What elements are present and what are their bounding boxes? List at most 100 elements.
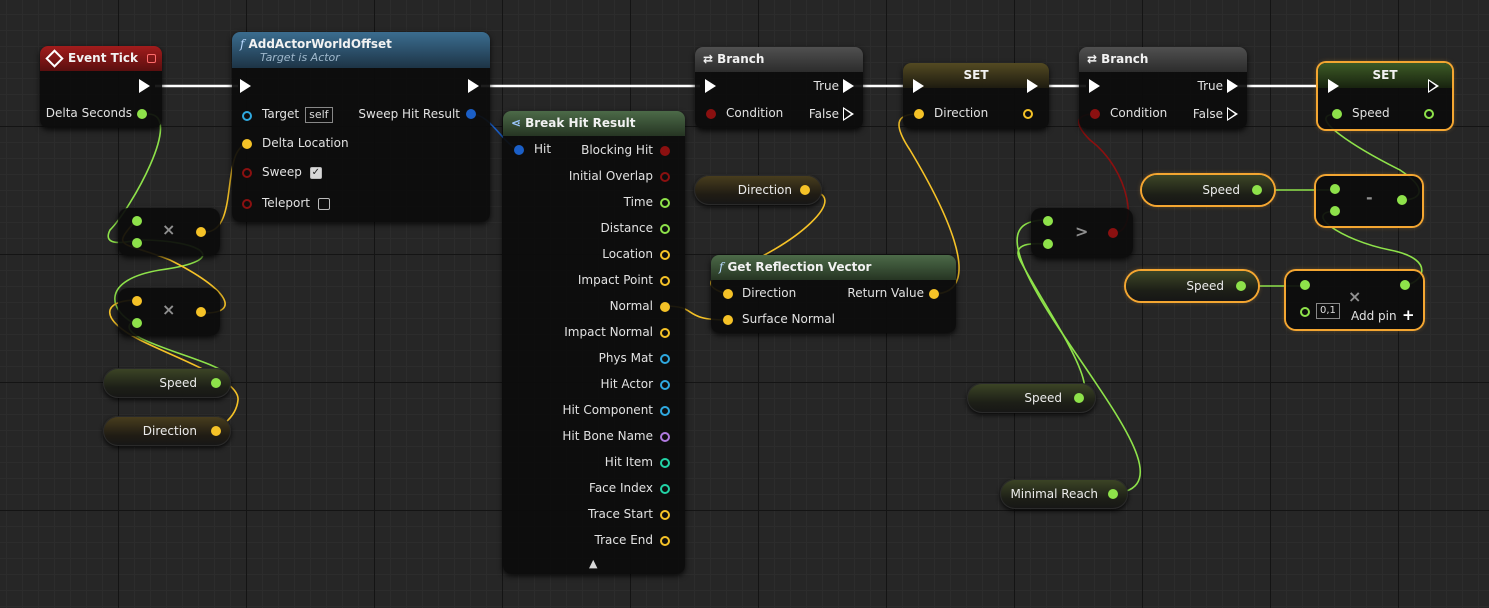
break-hit-output-pin[interactable]: [660, 224, 670, 234]
direction-getter[interactable]: Direction: [694, 175, 822, 205]
teleport-checkbox[interactable]: [318, 197, 330, 210]
exec-out-pin[interactable]: [1027, 79, 1038, 93]
break-hit-output-pin[interactable]: [660, 432, 670, 442]
break-hit-output-pin[interactable]: [660, 328, 670, 338]
break-hit-output-pin[interactable]: [660, 380, 670, 390]
break-hit-output-pin[interactable]: [660, 276, 670, 286]
a-input-pin[interactable]: [1330, 184, 1340, 194]
speed-getter-top[interactable]: Speed: [1142, 175, 1274, 205]
delta-location-pin[interactable]: [242, 139, 252, 149]
result-pin[interactable]: [1397, 195, 1407, 205]
exec-in-pin[interactable]: [1328, 79, 1339, 93]
speed-out-pin[interactable]: [211, 378, 221, 388]
speed-out-pin[interactable]: [1074, 393, 1084, 403]
true-exec-pin[interactable]: [1227, 79, 1238, 93]
target-pin[interactable]: [242, 111, 252, 121]
exec-in-pin[interactable]: [705, 79, 716, 93]
set-direction-header: SET: [903, 63, 1049, 88]
break-hit-output-pin[interactable]: [660, 354, 670, 364]
break-hit-output-pin[interactable]: [660, 250, 670, 260]
add-pin-plus-icon[interactable]: +: [1402, 306, 1415, 324]
result-pin[interactable]: [1400, 280, 1410, 290]
set-speed-node[interactable]: SET Speed: [1318, 63, 1452, 129]
add-pin-label[interactable]: Add pin: [1351, 309, 1397, 323]
true-exec-pin[interactable]: [843, 79, 854, 93]
speed-in-pin[interactable]: [1332, 109, 1342, 119]
sweep-hit-result-pin[interactable]: [466, 109, 476, 119]
minimal-reach-out-pin[interactable]: [1108, 489, 1118, 499]
speed-getter-left[interactable]: Speed: [103, 368, 231, 398]
break-hit-output-pin[interactable]: [660, 458, 670, 468]
branch-node-2[interactable]: ⇄Branch True Condition False: [1079, 47, 1247, 129]
break-hit-output-pin[interactable]: [660, 198, 670, 208]
result-pin[interactable]: [196, 227, 206, 237]
self-tag[interactable]: self: [305, 107, 333, 123]
result-pin[interactable]: [196, 307, 206, 317]
delegate-pin-icon[interactable]: [147, 54, 156, 63]
exec-out-pin[interactable]: [139, 79, 150, 93]
direction-in-pin[interactable]: [723, 289, 733, 299]
expand-arrow-icon[interactable]: ▲: [589, 557, 598, 570]
exec-out-pin[interactable]: [468, 79, 479, 93]
surface-normal-pin[interactable]: [723, 315, 733, 325]
result-bool-pin[interactable]: [1108, 228, 1118, 238]
b-input-pin[interactable]: [1330, 206, 1340, 216]
break-hit-output-pin[interactable]: [660, 536, 670, 546]
direction-out-pin[interactable]: [1023, 109, 1033, 119]
break-hit-output-pin[interactable]: [660, 302, 670, 312]
event-tick-node[interactable]: Event Tick Delta Seconds: [40, 46, 162, 128]
exec-out-pin[interactable]: [1428, 79, 1439, 93]
sweep-pin[interactable]: [242, 168, 252, 178]
return-value-pin[interactable]: [929, 289, 939, 299]
a-input-pin[interactable]: [1043, 216, 1053, 226]
hit-input-pin[interactable]: [514, 145, 524, 155]
minimal-reach-getter[interactable]: Minimal Reach: [1000, 479, 1128, 509]
false-exec-pin[interactable]: [1227, 107, 1238, 121]
break-hit-output-pin[interactable]: [660, 484, 670, 494]
subtract-node[interactable]: -: [1316, 176, 1422, 226]
break-hit-output-pin[interactable]: [660, 406, 670, 416]
speed-out-pin[interactable]: [1236, 281, 1246, 291]
false-exec-pin[interactable]: [843, 107, 854, 121]
a-input-pin[interactable]: [132, 296, 142, 306]
exec-in-pin[interactable]: [1089, 79, 1100, 93]
b-input-pin[interactable]: [132, 318, 142, 328]
direction-out-pin[interactable]: [800, 185, 810, 195]
b-input-pin[interactable]: [132, 238, 142, 248]
set-direction-node[interactable]: SET Direction: [903, 63, 1049, 129]
delta-seconds-pin[interactable]: [137, 109, 147, 119]
multiply-node-2[interactable]: ×: [118, 288, 220, 336]
reflection-title: Get Reflection Vector: [727, 260, 872, 274]
direction-getter-label: Direction: [737, 183, 792, 197]
condition-pin[interactable]: [706, 109, 716, 119]
direction-getter-left[interactable]: Direction: [103, 416, 231, 446]
break-hit-output-pin[interactable]: [660, 146, 670, 156]
direction-out-pin[interactable]: [211, 426, 221, 436]
branch-node-1[interactable]: ⇄Branch True Condition False: [695, 47, 863, 129]
speed-out-pin[interactable]: [1424, 109, 1434, 119]
multiplier-value-field[interactable]: 0,1: [1316, 303, 1340, 319]
b-input-pin[interactable]: [1300, 307, 1310, 317]
exec-in-pin[interactable]: [913, 79, 924, 93]
condition-pin[interactable]: [1090, 109, 1100, 119]
break-hit-output-pin[interactable]: [660, 172, 670, 182]
speed-out-pin[interactable]: [1252, 185, 1262, 195]
a-input-pin[interactable]: [132, 216, 142, 226]
speed-getter[interactable]: Speed: [967, 383, 1096, 413]
exec-in-pin[interactable]: [240, 79, 251, 93]
greater-node[interactable]: >: [1031, 208, 1133, 258]
sweep-checkbox[interactable]: ✓: [309, 166, 322, 179]
break-hit-output-label: Location: [602, 247, 653, 261]
multiply-add-pin-node[interactable]: × 0,1 Add pin +: [1286, 271, 1423, 329]
direction-in-pin[interactable]: [914, 109, 924, 119]
a-input-pin[interactable]: [1300, 280, 1310, 290]
event-tick-header: Event Tick: [40, 46, 162, 71]
speed-getter-mid[interactable]: Speed: [1126, 271, 1258, 301]
break-hit-output-pin[interactable]: [660, 510, 670, 520]
b-input-pin[interactable]: [1043, 239, 1053, 249]
multiply-node-1[interactable]: ×: [118, 208, 220, 256]
teleport-pin[interactable]: [242, 199, 252, 209]
